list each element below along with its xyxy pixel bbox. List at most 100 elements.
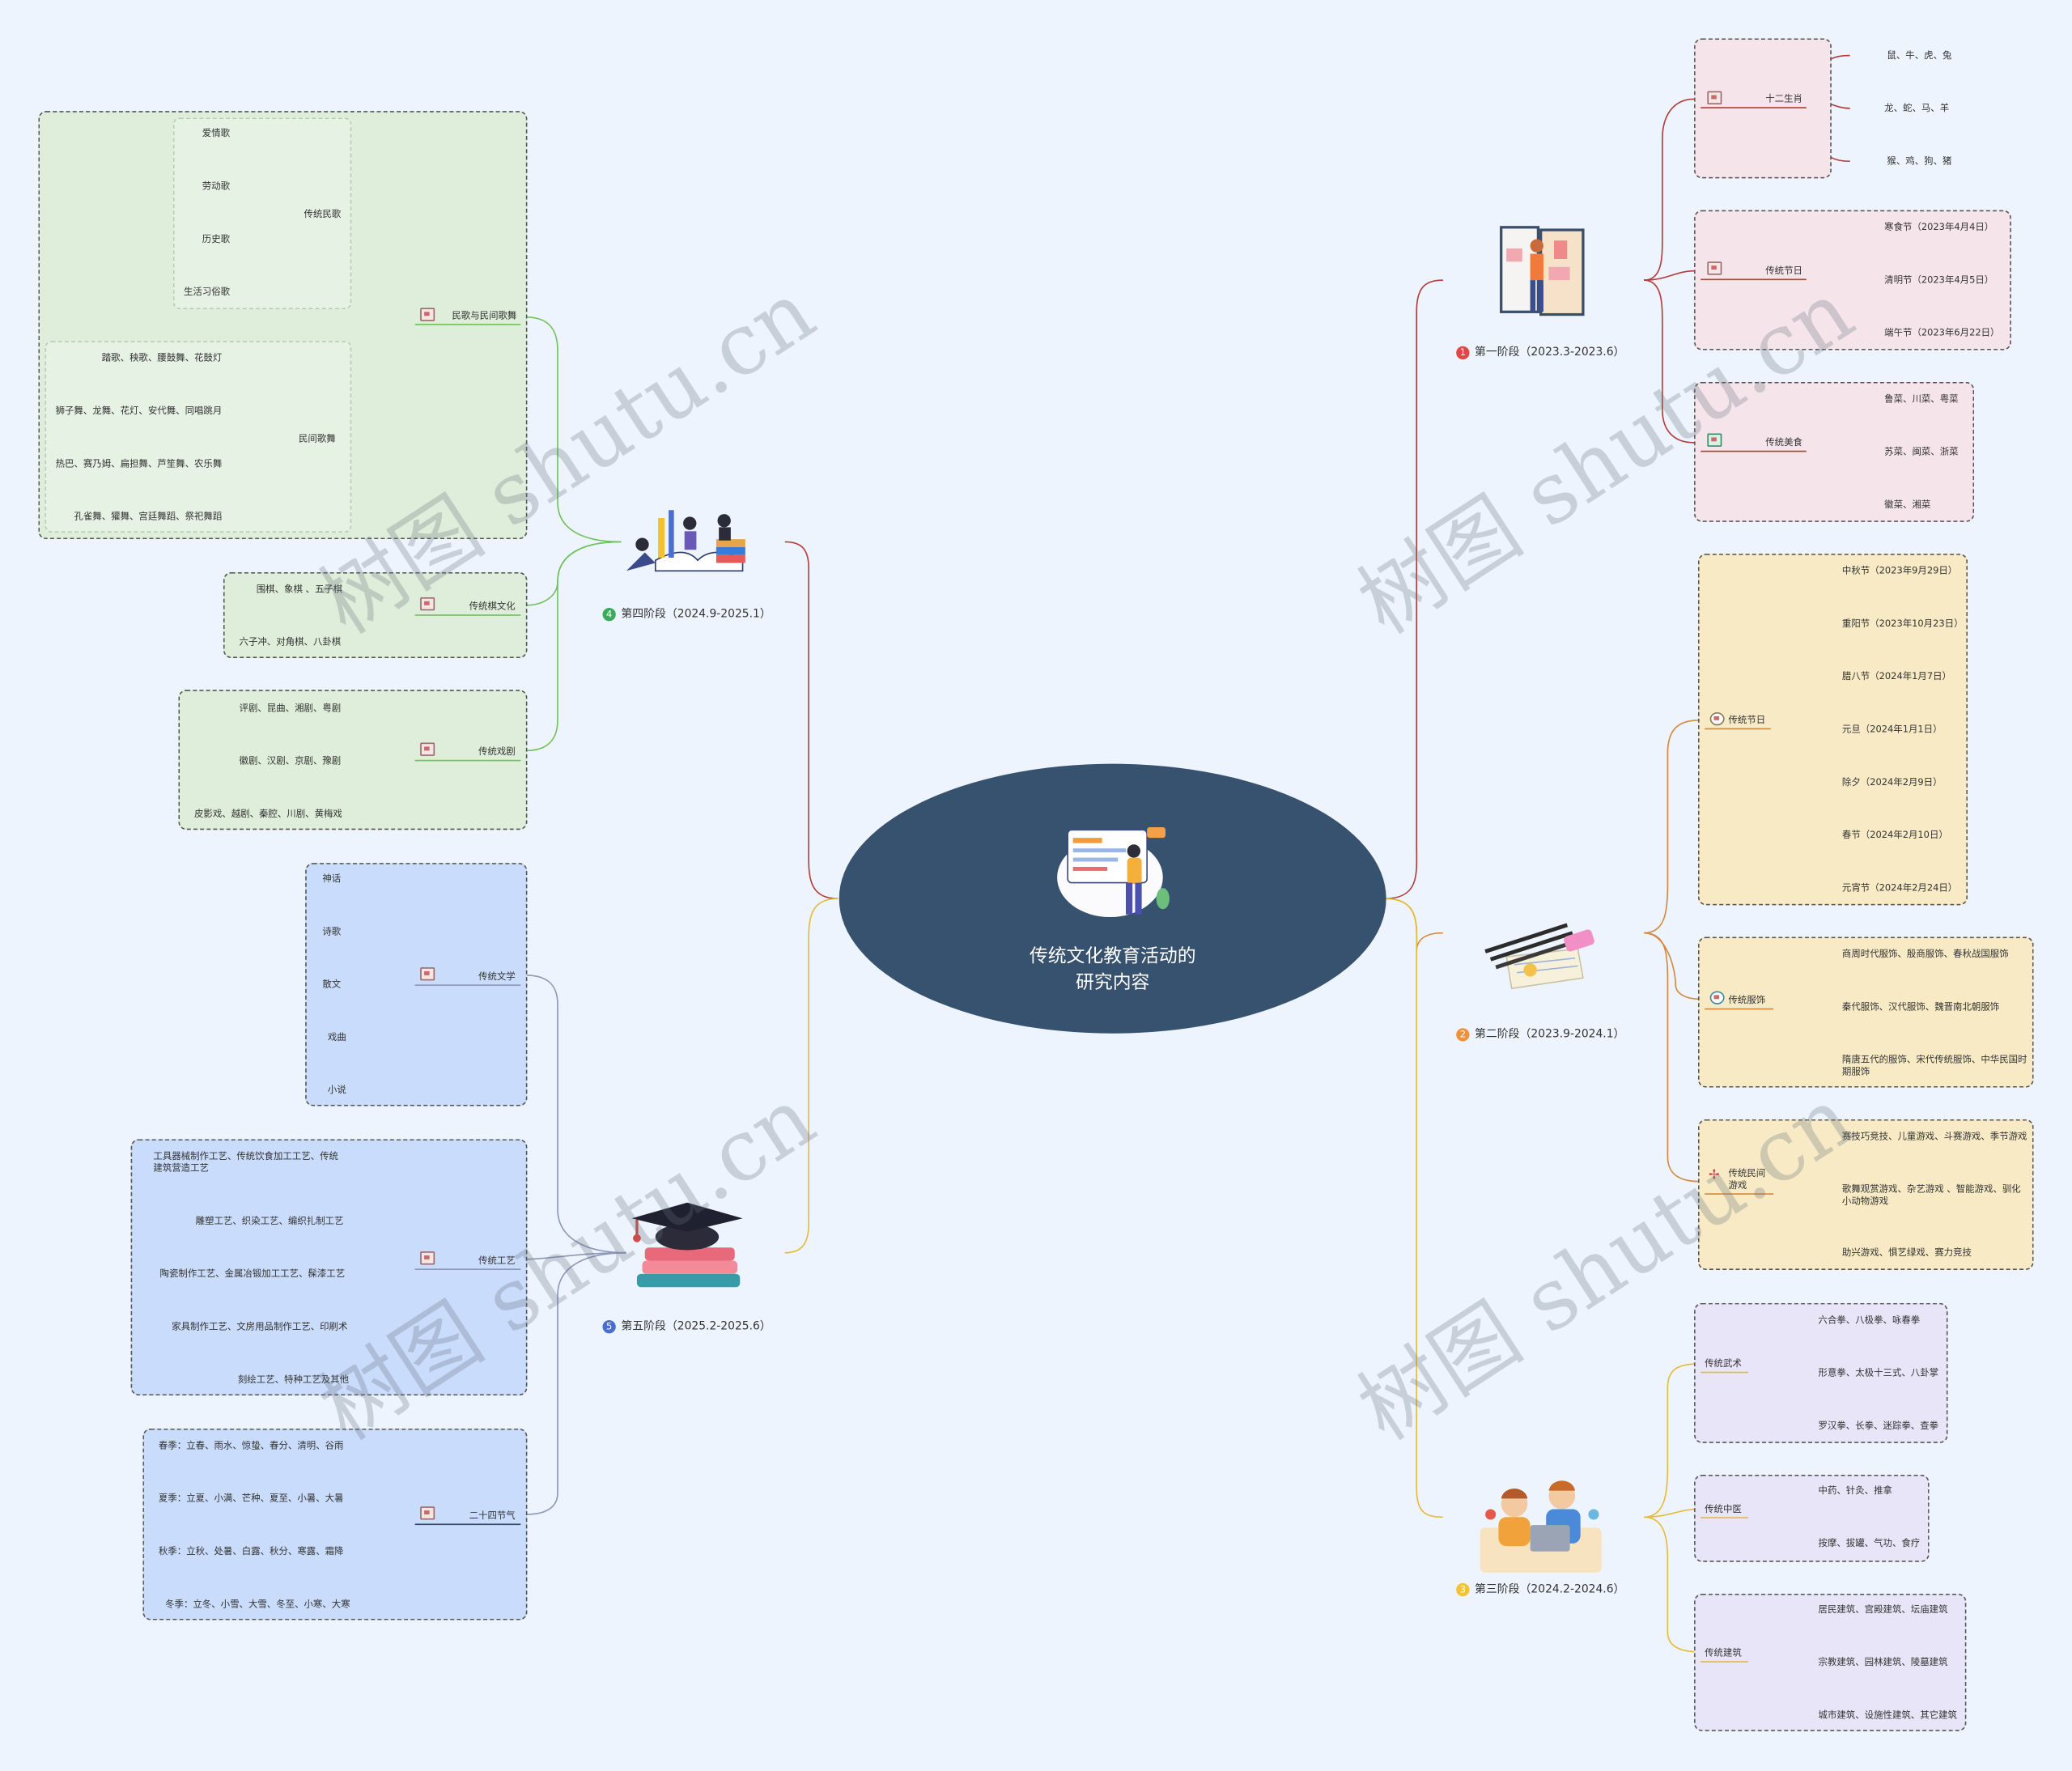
- folk-songs-label[interactable]: 传统民歌: [304, 208, 342, 220]
- zodiac-icon: [1707, 91, 1722, 104]
- medicine-item: 中药、针灸、推拿: [1818, 1485, 1892, 1497]
- literature-underline: [414, 984, 521, 986]
- crafts-item: 雕塑工艺、织染工艺、编织扎制工艺: [195, 1216, 344, 1227]
- zodiac-underline: [1700, 107, 1807, 108]
- crafts-label[interactable]: 传统工艺: [478, 1255, 516, 1267]
- stage3-people-illustration: [1480, 1480, 1602, 1573]
- folk-dance-item: 孔雀舞、獾舞、宫廷舞蹈、祭祀舞蹈: [74, 511, 223, 522]
- opera-item: 徽剧、汉剧、京剧、豫剧: [239, 755, 342, 767]
- stage4-label-text: 第四阶段（2024.9-2025.1）: [621, 608, 771, 622]
- medicine-label[interactable]: 传统中医: [1705, 1503, 1742, 1515]
- festival1-item: 寒食节（2023年4月4日）: [1884, 222, 1994, 233]
- costume-item: 秦代服饰、汉代服饰、魏晋南北朝服饰: [1841, 1001, 2000, 1013]
- folk-icon: [420, 308, 435, 321]
- festival1-item: 清明节（2023年4月5日）: [1884, 274, 1994, 286]
- central-title-line1: 传统文化教育活动的: [1029, 945, 1196, 968]
- folk-label[interactable]: 民歌与民间歌舞: [452, 310, 517, 321]
- stage3-number-badge: 3: [1456, 1582, 1470, 1596]
- festival2-item: 除夕（2024年2月9日）: [1841, 776, 1942, 788]
- games-label-line2: 游戏: [1728, 1179, 1747, 1191]
- festival1-group: [1694, 210, 2011, 350]
- solar-terms-label[interactable]: 二十四节气: [469, 1510, 516, 1522]
- crafts-item: 工具器械制作工艺、传统饮食加工工艺、传统建筑营造工艺: [153, 1151, 338, 1174]
- festival2-group: [1697, 554, 1968, 906]
- stage1-book-illustration: [1500, 226, 1585, 316]
- festival1-underline: [1700, 278, 1807, 281]
- stage1-label-text: 第一阶段（2023.3-2023.6）: [1475, 346, 1625, 360]
- solar-terms-item: 冬季：立冬、小雪、大雪、冬至、小寒、大寒: [165, 1599, 350, 1610]
- folk-song-item: 生活习俗歌: [183, 287, 231, 298]
- lantern-icon: [1707, 261, 1722, 275]
- folk-song-item: 历史歌: [202, 233, 231, 245]
- martial-item: 罗汉拳、长拳、迷踪拳、查拳: [1818, 1421, 1939, 1432]
- games-group: [1697, 1119, 2034, 1270]
- stage1-label[interactable]: 1 第一阶段（2023.3-2023.6）: [1456, 343, 1624, 359]
- costume-group: [1697, 936, 2034, 1088]
- literature-label[interactable]: 传统文学: [478, 970, 516, 983]
- chess-item: 六子冲、对角棋、八卦棋: [239, 636, 342, 648]
- opera-item: 皮影戏、越剧、秦腔、川剧、黄梅戏: [193, 809, 342, 820]
- medicine-group: [1694, 1475, 1930, 1562]
- festival2-item: 重阳节（2023年10月23日）: [1841, 618, 1964, 630]
- stage5-label[interactable]: 5 第五阶段（2025.2-2025.6）: [602, 1318, 771, 1334]
- games-item: 助兴游戏、惧艺绿戏、赛力竞技: [1841, 1247, 1972, 1259]
- festival1-item: 端午节（2023年6月22日）: [1884, 327, 2000, 338]
- zodiac-label[interactable]: 十二生肖: [1765, 93, 1802, 104]
- stage4-number-badge: 4: [602, 607, 616, 621]
- folk-dances-subgroup: [45, 341, 352, 533]
- literature-item: 散文: [322, 979, 342, 990]
- food-item: 苏菜、闽菜、浙菜: [1884, 446, 1959, 457]
- games-label-line1: 传统民间: [1728, 1168, 1766, 1179]
- festival1-label[interactable]: 传统节日: [1765, 265, 1802, 277]
- food-label[interactable]: 传统美食: [1765, 437, 1802, 448]
- martial-item: 形意拳、太极十三式、八卦掌: [1818, 1367, 1939, 1378]
- games-underline: [1705, 1193, 1774, 1195]
- martial-underline: [1700, 1371, 1748, 1374]
- crafts-icon: [420, 1251, 435, 1265]
- martial-item: 六合拳、八极拳、咏春拳: [1818, 1314, 1921, 1326]
- solar-terms-item: 春季：立春、雨水、惊蛰、春分、清明、谷雨: [158, 1440, 344, 1451]
- martial-group: [1694, 1302, 1948, 1443]
- folk-dance-item: 狮子舞、龙舞、花灯、安代舞、同唱跳月: [55, 406, 223, 417]
- games-label[interactable]: 传统民间 游戏: [1729, 1168, 1766, 1191]
- crafts-item: 陶瓷制作工艺、金属冶锻加工工艺、髹漆工艺: [159, 1268, 346, 1280]
- folk-dance-item: 踏歌、秧歌、腰鼓舞、花鼓灯: [101, 352, 223, 363]
- chess-item: 围棋、象棋 、五子棋: [256, 584, 343, 595]
- central-title-line2: 研究内容: [1075, 972, 1150, 994]
- stage2-label-text: 第二阶段（2023.9-2024.1）: [1475, 1028, 1625, 1042]
- stage5-number-badge: 5: [602, 1319, 616, 1333]
- literature-item: 戏曲: [327, 1032, 346, 1043]
- stage5-label-text: 第五阶段（2025.2-2025.6）: [621, 1320, 771, 1334]
- costume-label[interactable]: 传统服饰: [1728, 995, 1766, 1006]
- architecture-item: 城市建筑、设施性建筑、其它建筑: [1818, 1709, 1957, 1721]
- literature-item: 神话: [322, 873, 342, 885]
- chess-label[interactable]: 传统棋文化: [469, 601, 516, 612]
- opera-underline: [414, 759, 521, 762]
- martial-label[interactable]: 传统武术: [1705, 1358, 1742, 1370]
- medicine-underline: [1700, 1517, 1748, 1518]
- folk-dances-label[interactable]: 民间歌舞: [298, 433, 336, 444]
- opera-label[interactable]: 传统戏剧: [478, 746, 516, 758]
- opera-item: 评剧、昆曲、湘剧、粤剧: [239, 703, 342, 714]
- architecture-label[interactable]: 传统建筑: [1705, 1647, 1742, 1658]
- stage4-label[interactable]: 4 第四阶段（2024.9-2025.1）: [602, 605, 771, 622]
- stage3-label[interactable]: 3 第三阶段（2024.2-2024.6）: [1456, 1581, 1625, 1597]
- chess-underline: [414, 614, 521, 616]
- folk-dance-item: 热巴、赛乃姆、扁担舞、芦笙舞、农乐舞: [55, 458, 223, 469]
- stage5-graduation-illustration: [631, 1202, 743, 1288]
- stage1-number-badge: 1: [1456, 345, 1470, 359]
- costume-item: 隋唐五代的服饰、宋代传统服饰、中华民国时期服饰: [1841, 1054, 2027, 1077]
- architecture-item: 居民建筑、宫殿建筑、坛庙建筑: [1818, 1604, 1948, 1616]
- solar-terms-underline: [414, 1523, 521, 1526]
- food-item: 鲁菜、川菜、粤菜: [1884, 393, 1959, 405]
- folk-song-item: 劳动歌: [202, 180, 231, 192]
- solar-terms-item: 夏季：立夏、小满、芒种、夏至、小暑、大暑: [158, 1493, 344, 1504]
- central-topic-title: 传统文化教育活动的 研究内容: [978, 944, 1247, 996]
- zodiac-item: 龙、蛇、马、羊: [1884, 103, 1950, 114]
- festival2-label[interactable]: 传统节日: [1728, 715, 1766, 726]
- bowl-icon: [1709, 711, 1725, 726]
- stage3-label-text: 第三阶段（2024.2-2024.6）: [1475, 1582, 1625, 1597]
- stage4-reading-illustration: [626, 510, 745, 572]
